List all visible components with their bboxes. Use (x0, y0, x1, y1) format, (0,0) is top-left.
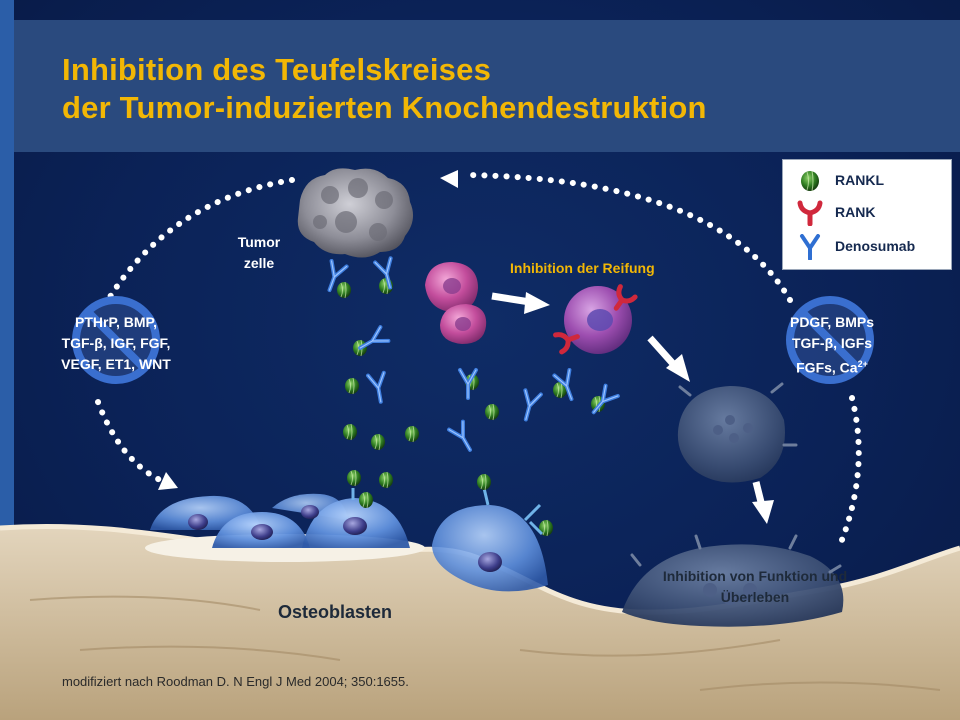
right-factors-line-2: TGF-β, IGFs (791, 335, 873, 351)
function-inhibition-label: Inhibition von Funktion und Überleben (620, 566, 890, 608)
left-factors-line-2: TGF-β, IGF, FGF, (61, 335, 171, 351)
osteoclast-mature (622, 534, 844, 627)
arrow-to-precursor (647, 335, 690, 382)
osteoclast-precursor (677, 382, 798, 483)
legend-row-rankl: RANKL (783, 166, 953, 196)
arrow-to-osteoclast (752, 481, 774, 524)
right-factors-line-3: FGFs, Ca2+ (752, 354, 912, 379)
precursor-cell-2 (440, 304, 487, 344)
osteoblasts-label: Osteoblasten (278, 602, 393, 622)
cycle-arrows (95, 172, 862, 548)
citation: modifiziert nach Roodman D. N Engl J Med… (62, 674, 409, 689)
denosumab-icon (800, 234, 820, 260)
osteoblast-cluster (145, 493, 425, 562)
right-factors-line-1: PDGF, BMPs (789, 314, 874, 330)
precursor-cell-1 (425, 262, 478, 312)
legend-label-rank: RANK (835, 204, 876, 220)
legend-label-rankl: RANKL (835, 172, 884, 188)
tumor-cell-label-line-2: zelle (243, 255, 275, 271)
function-inhibition-line-1: Inhibition von Funktion und (662, 568, 848, 584)
right-factors-label: PDGF, BMPs TGF-β, IGFs FGFs, Ca2+ (752, 312, 912, 379)
cycle-arc-top-left (105, 177, 295, 303)
title-band (14, 20, 960, 152)
legend-label-denosumab: Denosumab (835, 238, 916, 254)
cycle-arc-bottom-right (837, 395, 862, 548)
title-line-2: der Tumor-induzierten Knochendestruktion (62, 90, 707, 125)
tumor-cell-label-line-1: Tumor (237, 234, 281, 250)
cycle-arc-bottom-left (95, 399, 163, 483)
tumor-cell (297, 168, 414, 258)
precursor-cell-rank (553, 284, 638, 355)
left-factors-line-1: PTHrP, BMP, (75, 314, 157, 330)
arrowhead-left (158, 472, 178, 490)
osteoblast-single (432, 487, 548, 592)
bone-texture (29, 595, 941, 691)
left-factors-label: PTHrP, BMP, TGF-β, IGF, FGF, VEGF, ET1, … (26, 312, 206, 375)
calcium-superscript: 2+ (857, 359, 868, 369)
title-line-1: Inhibition des Teufelskreises (62, 52, 492, 87)
left-factors-line-3: VEGF, ET1, WNT (61, 356, 171, 372)
function-inhibition-line-2: Überleben (720, 589, 790, 605)
right-factors-line-3-text: FGFs, Ca (796, 359, 858, 376)
rank-receptor (553, 332, 580, 355)
tumor-cell-label: Tumor zelle (224, 232, 294, 274)
maturation-inhibition-label: Inhibition der Reifung (510, 260, 655, 276)
rankl-stalks (351, 473, 544, 536)
rank-receptor (613, 284, 638, 311)
legend-row-denosumab: Denosumab (783, 232, 953, 262)
rank-icon (797, 200, 823, 226)
legend: RANKL RANK Denosumab (782, 159, 952, 270)
arrowhead-top (440, 170, 458, 188)
arrow-maturation (491, 292, 550, 314)
rankl-icon (801, 170, 819, 192)
legend-row-rank: RANK (783, 198, 953, 228)
cycle-arc-top-right (467, 172, 793, 303)
bone-surface (0, 526, 960, 720)
